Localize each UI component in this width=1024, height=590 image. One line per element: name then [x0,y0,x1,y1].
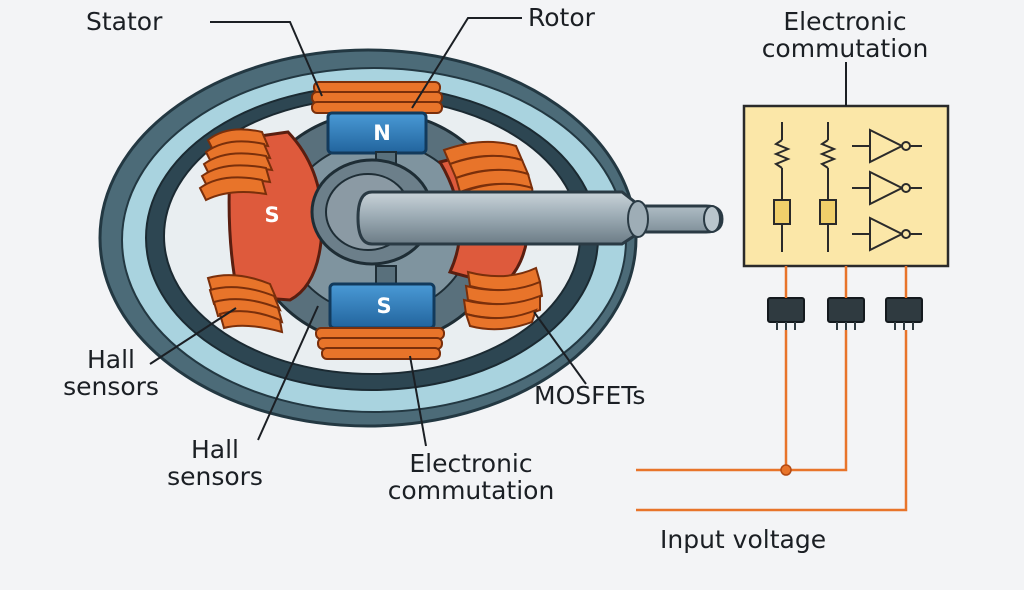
label-electronic-commutation-top-line2: commutation [761,34,929,63]
rotor-shaft [310,158,724,266]
coil-bottom [315,327,445,360]
coil-top [311,81,443,114]
label-hall-sensors-bottom-line1: Hall [190,435,239,464]
label-stator: Stator [86,7,163,36]
shaft-tip [703,205,721,233]
mosfet-3 [885,297,923,323]
label-electronic-commutation-top-line1: Electronic [783,7,907,36]
label-hall-sensors-left: Hall sensors [36,346,186,400]
coil-right-upper [442,140,536,208]
label-electronic-commutation-bottom-line2: commutation [387,476,555,505]
wire-junction [780,464,792,476]
label-hall-sensors-left-line2: sensors [63,372,159,401]
label-input-voltage: Input voltage [660,525,827,554]
coil-left-lower [206,274,284,334]
label-hall-sensors-bottom: Hall sensors [140,436,290,490]
mosfet-packages [767,297,923,323]
label-hall-sensors-left-line1: Hall [86,345,135,374]
label-rotor: Rotor [528,3,595,32]
pole-label-south-left: S [264,203,280,227]
label-electronic-commutation-top: Electronic commutation [722,8,968,62]
pole-label-north: N [373,121,391,145]
label-mosfets: MOSFETs [534,381,646,410]
controller-panel [742,104,950,268]
mosfet-2 [827,297,865,323]
coil-right-lower [462,266,544,331]
coil-left-upper [198,128,274,202]
leader-lines [149,17,847,447]
label-hall-sensors-bottom-line2: sensors [167,462,263,491]
pole-label-south-bottom: S [376,294,392,318]
label-electronic-commutation-bottom: Electronic commutation [346,450,596,504]
mosfet-1 [767,297,805,323]
controller-box [742,104,950,268]
label-electronic-commutation-bottom-line1: Electronic [409,449,533,478]
shaft-step [627,200,649,238]
shaft [356,190,724,246]
